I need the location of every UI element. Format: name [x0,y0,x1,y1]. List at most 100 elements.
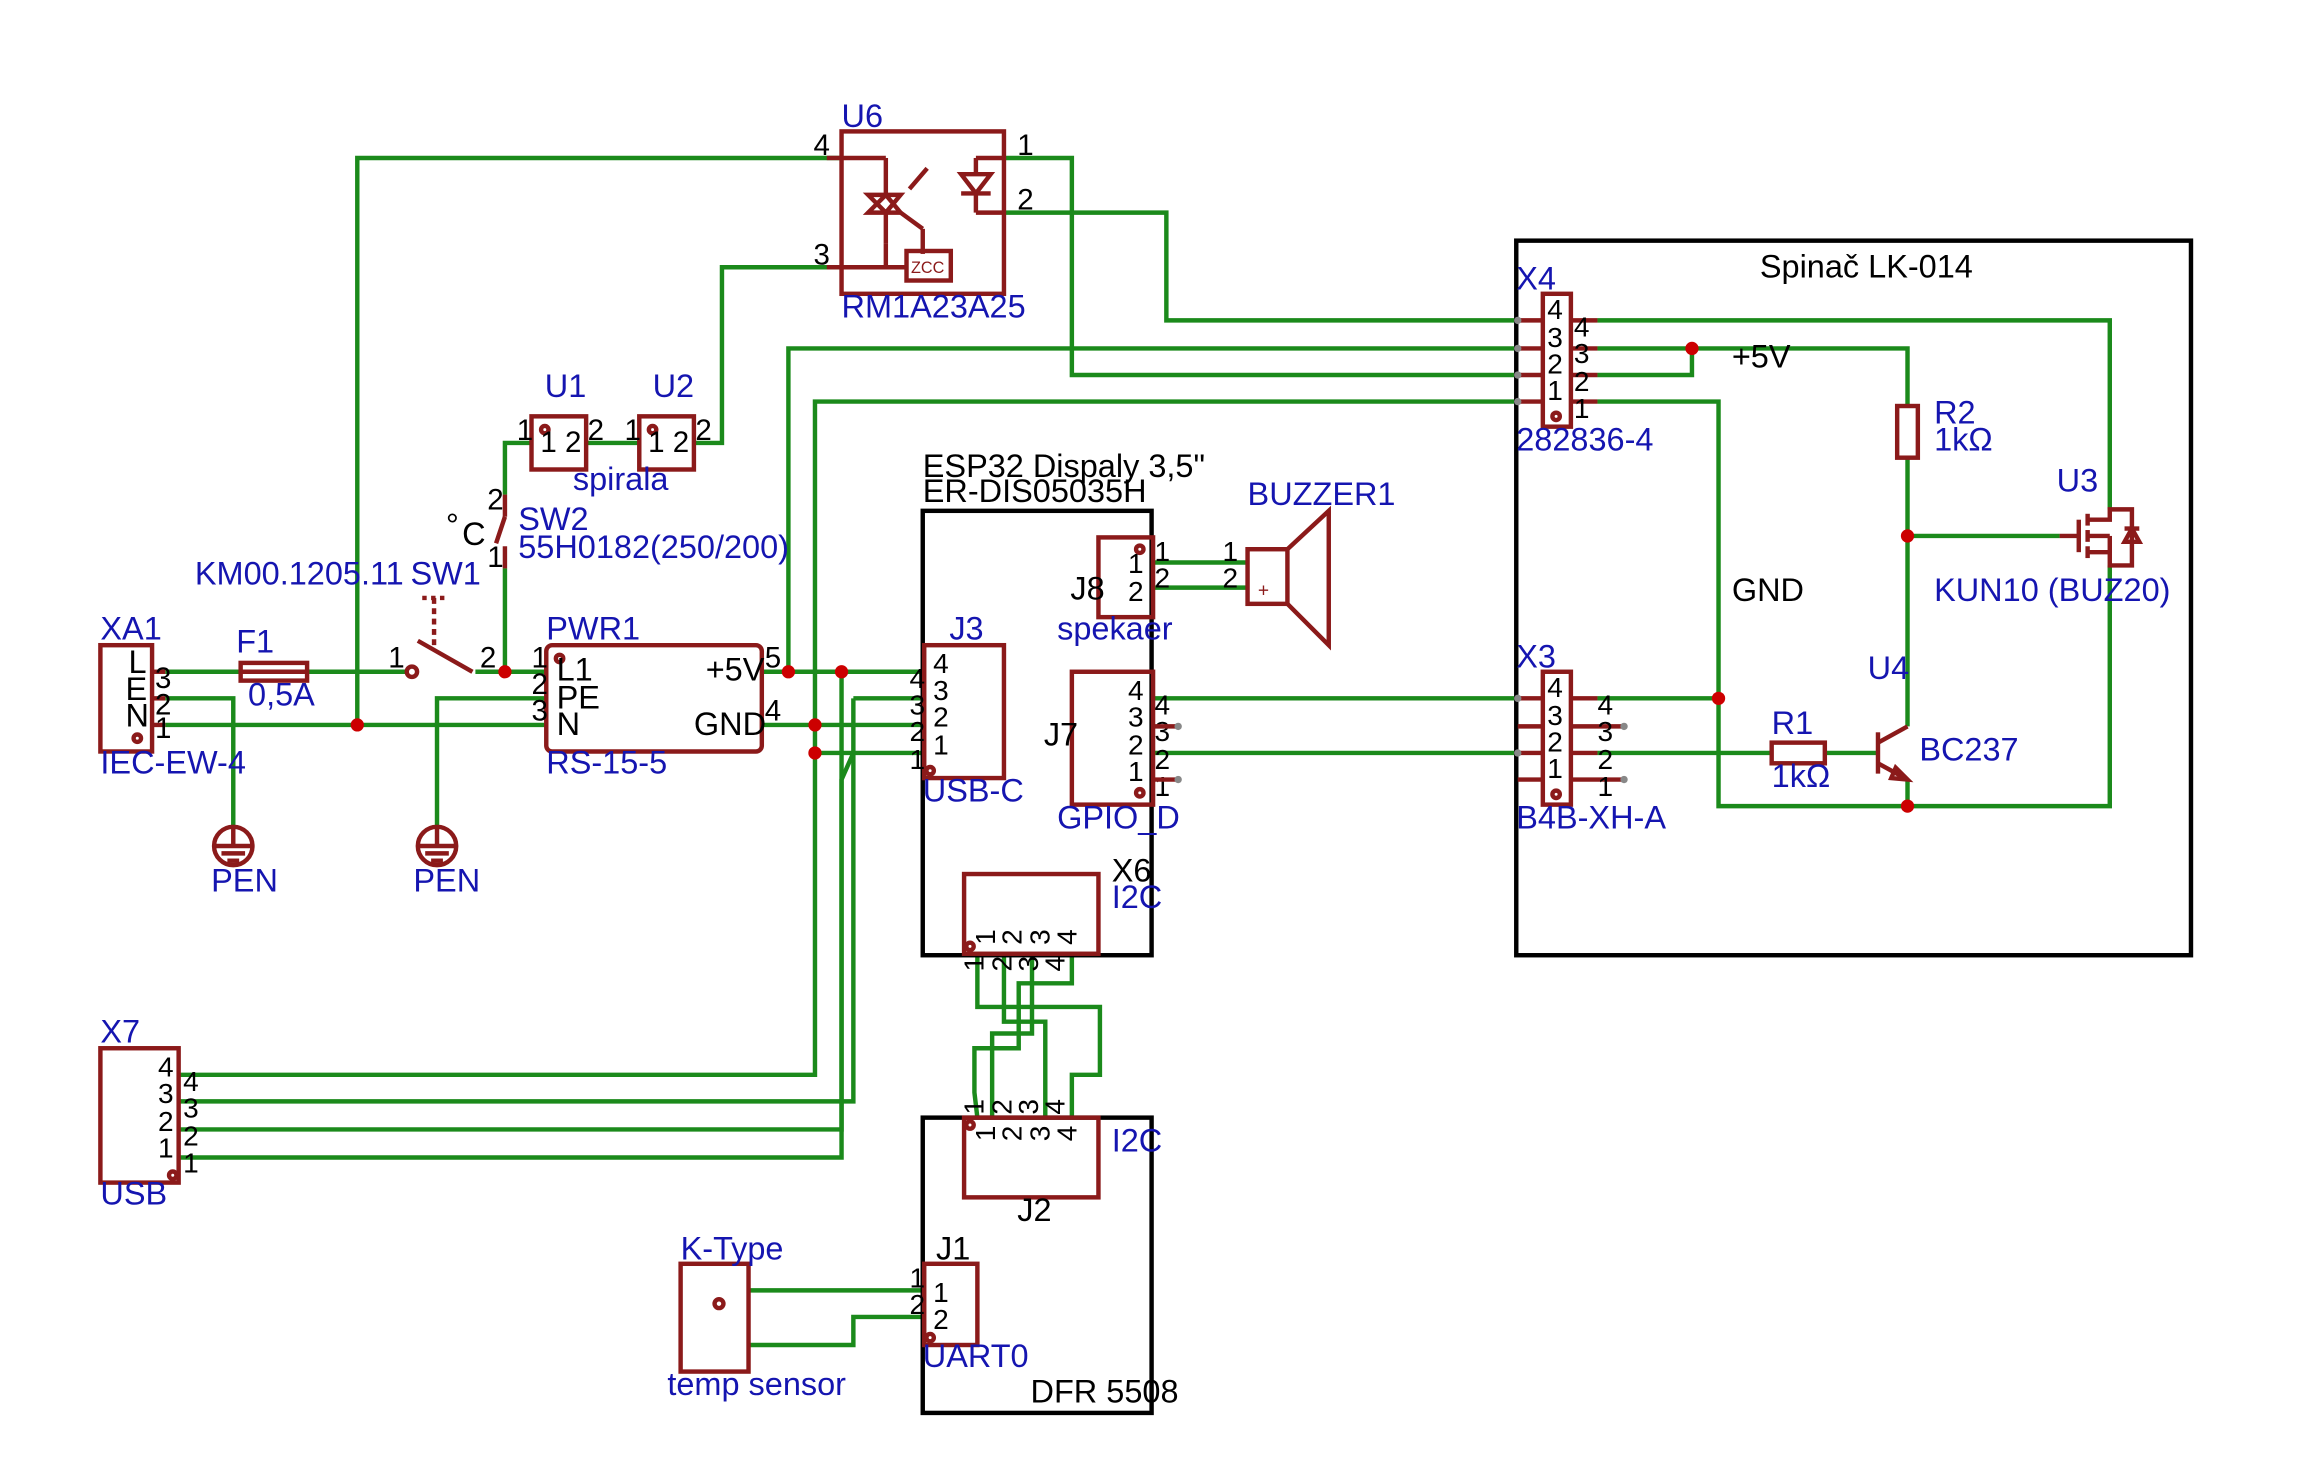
j8-pin2: 2 [1128,576,1144,607]
j3-pin1: 1 [933,729,949,760]
sw2-pin1: 1 [487,541,503,574]
x3-ref: X3 [1516,638,1556,674]
u6-pin1: 1 [1017,129,1033,162]
x6-pin4: 4 [1051,929,1082,945]
esp-title-1: ESP32 Dispaly 3,5" [923,448,1205,484]
u1-ref: U1 [545,368,587,404]
r2-value: 1kΩ [1934,421,1993,457]
x4-pin2-in: 2 [1547,349,1563,380]
sw1-pin1: 1 [388,641,404,674]
sw1-pin2: 2 [480,641,496,674]
f1-value: 0,5A [248,677,315,713]
sw1-switch [404,595,474,680]
wire-5v-x4 [786,346,1518,672]
pwr1-pin3: 3 [532,694,548,727]
xa1-value: IEC-EW-4 [100,745,246,781]
j3-pin2-ext: 2 [909,716,925,747]
x4-pin4-in: 4 [1547,294,1563,325]
u1-pins: 1 2 [540,426,581,459]
j8-connector [1096,535,1156,620]
j2-pin4: 4 [1051,1126,1082,1142]
j7-value: GPIO_D [1057,799,1180,835]
spirala-label: spirala [573,461,670,497]
x3-pin3-in: 3 [1547,700,1563,731]
j1-pin1-ext: 1 [909,1262,925,1293]
km-label: KM00.1205.11 [195,556,404,592]
pwr1-n: N [557,706,580,742]
xa1-n: N [125,697,148,733]
x3-pin1-in: 1 [1547,753,1563,784]
x7-pin1: 1 [158,1132,174,1163]
pen-label-1: PEN [211,863,278,899]
j7-connector [1069,669,1156,807]
j3-pin1-ext: 1 [909,744,925,775]
x7-pin4-ext: 4 [183,1066,199,1097]
wire-xa1-pe [165,696,236,827]
u1-box [529,414,589,472]
pen-label-2: PEN [413,863,480,899]
x6-pin3: 3 [1025,929,1056,945]
j7-pin3: 3 [1128,701,1144,732]
j1-connector [922,1261,980,1348]
r1-value: 1kΩ [1772,758,1831,794]
pwr1-pin5: 5 [765,641,781,674]
sw2-ref: SW2 [518,501,588,537]
j2-pin3: 3 [1025,1126,1056,1142]
j1-ref: J1 [936,1230,970,1266]
x4-pin3-in: 3 [1547,322,1563,353]
u3-ref: U3 [2057,463,2099,499]
j3-pin4-ext: 4 [909,663,925,694]
j2-pin3-ext: 3 [1013,1099,1044,1115]
u2-box [637,414,697,472]
xa1-e: E [125,671,147,707]
f1-ref: F1 [236,624,274,660]
xa1-pin1: 1 [155,712,171,745]
u2-pin2: 2 [695,414,711,447]
zcc-label: ZCC [911,259,945,277]
x6-pin4-ext: 4 [1039,956,1070,972]
x6-pin2: 2 [997,929,1028,945]
x6-value: I2C [1112,879,1163,915]
xa1-pin3: 3 [155,662,171,695]
j7-pin2: 2 [1128,729,1144,760]
buzzer-plus: + [1258,580,1269,601]
wire-x4-r2 [1597,346,1910,407]
x7-pin3-ext: 3 [183,1093,199,1124]
pwr1-pin1: 1 [532,641,548,674]
i2c-bottom: I2C [1112,1123,1163,1159]
x4-pin1-out: 1 [1574,393,1590,424]
x3-pin2-in: 2 [1547,726,1563,757]
wire-x7-pin4 [177,724,818,1078]
u3-mosfet [2059,507,2144,568]
dfr-label: DFR 5508 [1031,1374,1179,1410]
j3-value: USB-C [923,773,1024,809]
x7-pin1-ext: 1 [183,1147,199,1178]
j7-ref: J7 [1044,717,1078,753]
pwr1-pin4: 4 [765,694,781,727]
j7-pin1: 1 [1128,756,1144,787]
u6-ref: U6 [842,98,884,134]
j7-pin4: 4 [1128,675,1144,706]
sw1-ref: SW1 [410,556,480,592]
wire-x7-pin3 [177,698,856,1104]
ktype-sensor [678,1261,751,1374]
wire-ktype-2 [748,1314,925,1348]
spinac-title: Spinač LK-014 [1760,249,1973,285]
x4-connector [1514,291,1598,429]
buzzer-pin1: 1 [1222,536,1238,567]
wire-sw2-top [502,440,532,495]
j2-pin1-ext: 1 [958,1099,989,1115]
xa1-l: L [128,644,146,680]
j2-pin2-ext: 2 [986,1099,1017,1115]
wire-pwr1-pe [434,696,547,827]
pwr1-ref: PWR1 [546,610,640,646]
u2-pins: 1 2 [648,426,689,459]
j8-pin2-ext: 2 [1155,563,1171,594]
pwr1-pe: PE [557,680,600,716]
pen-ground-1 [211,824,255,868]
j7-pin4-ext: 4 [1155,690,1171,721]
wire-i2c-1 [975,956,1103,1118]
r2-resistor [1894,403,1921,460]
temp-sensor-label: temp sensor [667,1366,846,1402]
x3-pin1-out: 1 [1597,771,1613,802]
